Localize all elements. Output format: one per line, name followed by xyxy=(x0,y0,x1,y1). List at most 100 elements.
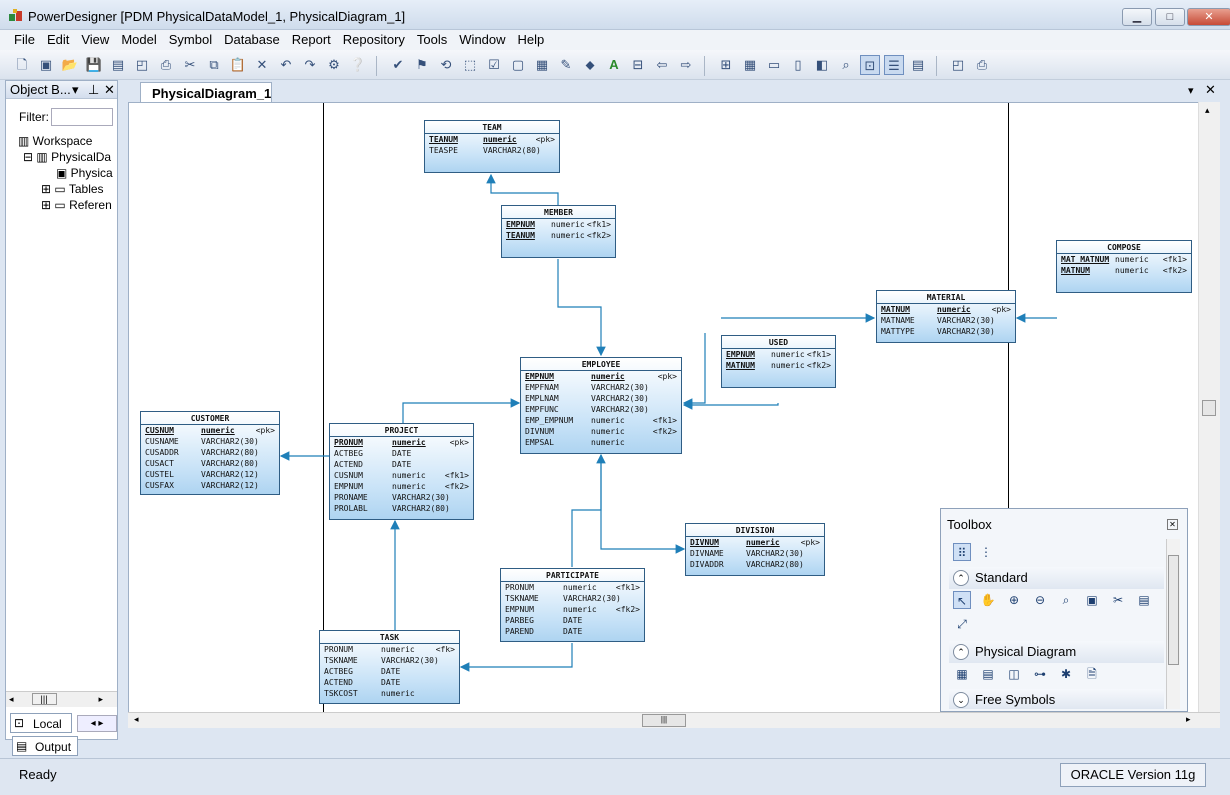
menu-report[interactable]: Report xyxy=(291,32,331,47)
redo-icon[interactable]: ↷ xyxy=(304,57,316,72)
object-browser-hscroll[interactable]: ◂|||▸ xyxy=(6,691,117,707)
tab-physical-diagram[interactable]: PhysicalDiagram_1 xyxy=(140,82,272,102)
table-tool-icon[interactable]: ▤ xyxy=(982,667,994,681)
large-icons-icon[interactable]: ⠿ xyxy=(953,543,971,561)
page-icon[interactable]: ▭ xyxy=(767,57,781,72)
view-tool-icon[interactable]: ◫ xyxy=(1008,667,1020,681)
open-icon[interactable]: 📂 xyxy=(61,57,79,72)
page2-icon[interactable]: ▯ xyxy=(794,57,802,72)
close-panel-icon[interactable]: ✕ xyxy=(104,82,115,97)
zoom-out-icon[interactable]: ⊖ xyxy=(1034,593,1046,607)
tree-tables[interactable]: ⊞ ▭ Tables xyxy=(41,182,104,196)
shadow-icon[interactable]: ▢ xyxy=(511,57,525,72)
properties-icon[interactable]: ⚙ xyxy=(328,57,340,72)
filter-input[interactable] xyxy=(51,108,113,126)
toolbox-vscroll[interactable] xyxy=(1166,539,1180,709)
reverse-icon[interactable]: ⟲ xyxy=(440,57,452,72)
canvas-vscroll[interactable]: ▴ xyxy=(1198,102,1220,712)
check-model-icon[interactable]: ✔ xyxy=(392,57,404,72)
impact-icon[interactable]: ⬚ xyxy=(463,57,477,72)
grid-icon[interactable]: ▦ xyxy=(743,57,757,72)
close-tab-icon[interactable]: ✕ xyxy=(1205,82,1216,97)
file-tool-icon[interactable]: 🗎 xyxy=(1087,667,1097,681)
layout-icon[interactable]: ⊞ xyxy=(720,57,732,72)
zoom-fit-icon[interactable]: ⊡ xyxy=(860,55,880,75)
align-icon[interactable]: ⊟ xyxy=(632,57,644,72)
menu-help[interactable]: Help xyxy=(517,32,545,47)
zoom-icon[interactable]: ⌕ xyxy=(842,57,850,72)
fill-icon[interactable]: ⬥ xyxy=(585,57,595,72)
forward-icon[interactable]: ⇨ xyxy=(680,57,692,72)
tab-list-icon[interactable]: ▾ xyxy=(1188,85,1194,97)
preview-icon[interactable]: ◰ xyxy=(951,57,965,72)
generate-icon[interactable]: ⚑ xyxy=(416,57,428,72)
menu-tools[interactable]: Tools xyxy=(416,32,448,47)
note-icon[interactable]: ▤ xyxy=(1138,593,1150,607)
local-tab[interactable]: ⊡ Local xyxy=(10,713,72,733)
delete-icon[interactable]: ✂ xyxy=(1112,593,1124,607)
menu-symbol[interactable]: Symbol xyxy=(168,32,213,47)
back-icon[interactable]: ⇦ xyxy=(656,57,668,72)
menu-file[interactable]: File xyxy=(14,32,35,47)
toolbox-section-physical-diagram[interactable]: ⌃Physical Diagram xyxy=(949,641,1164,663)
scroll-left-icon[interactable]: ◂ xyxy=(134,714,139,724)
list-view-icon[interactable]: ⋮ xyxy=(980,545,992,559)
print-icon[interactable]: ⎙ xyxy=(160,57,172,72)
diagram-icon[interactable]: ◧ xyxy=(815,57,829,72)
maximize-button[interactable]: □ xyxy=(1155,8,1185,26)
print-preview-icon[interactable]: ◰ xyxy=(135,57,149,72)
help-icon[interactable]: ❔ xyxy=(349,57,367,72)
scroll-up-icon[interactable]: ▴ xyxy=(1205,105,1210,115)
tree-workspace[interactable]: ▥ Workspace xyxy=(18,134,93,148)
zoom-in-icon[interactable]: ⊕ xyxy=(1008,593,1020,607)
menu-edit[interactable]: Edit xyxy=(46,32,70,47)
properties-icon[interactable]: ▣ xyxy=(1086,593,1098,607)
pointer-icon[interactable]: ↖ xyxy=(953,591,971,609)
